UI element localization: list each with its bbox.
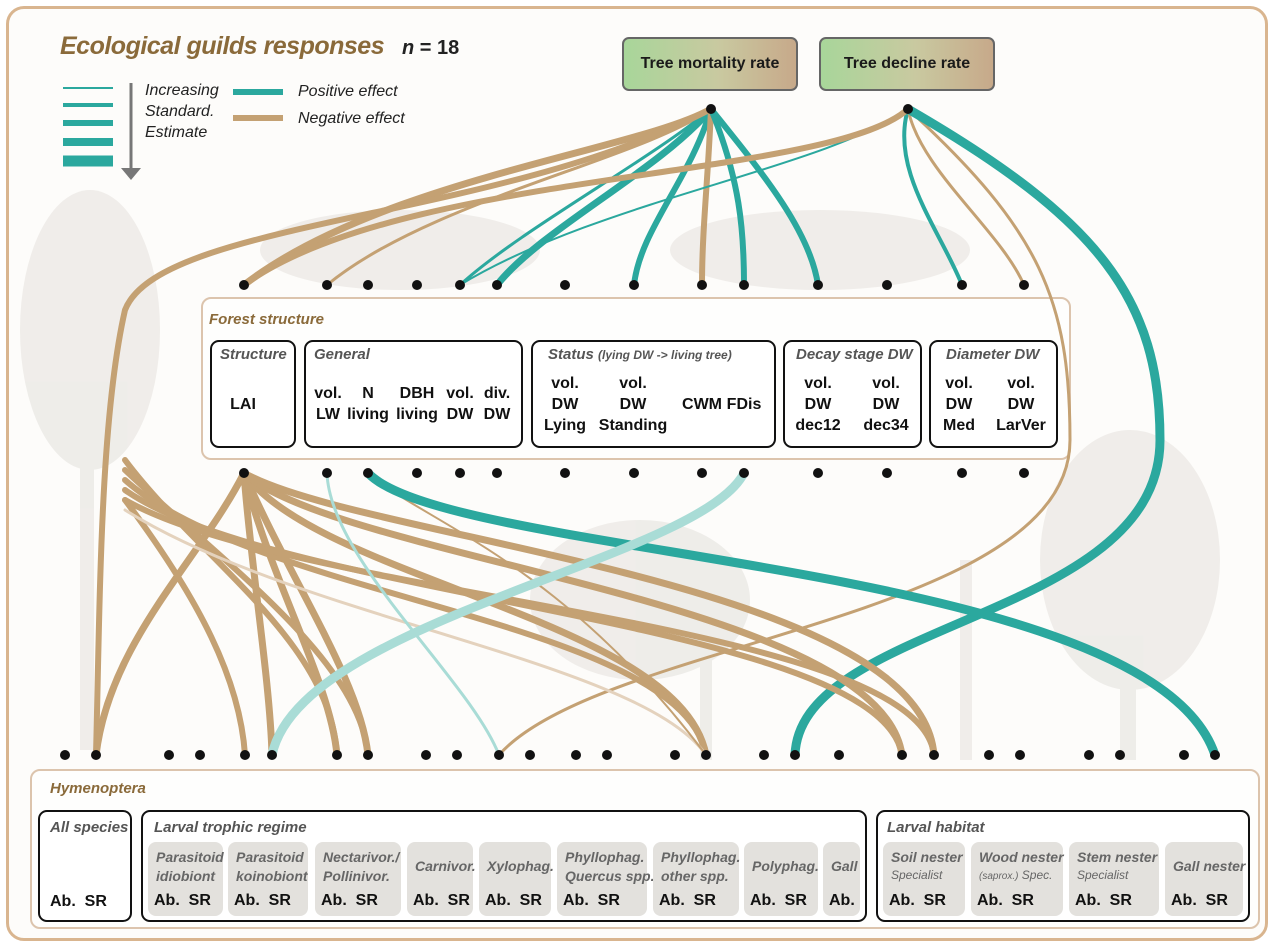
guild-parasitoid-idiobiont: Parasitoid idiobiont Ab. SR [148, 842, 224, 916]
all-species-ab-sr: Ab. SR [50, 893, 107, 910]
link-decline-lai [241, 106, 911, 288]
diameter-group [929, 340, 1058, 448]
var-vol-dw-lying: vol. DW Lying [543, 375, 587, 434]
link-mortality-fdis [708, 106, 747, 288]
guild-carnivor: Carnivor. Ab. SR [407, 842, 476, 916]
var-fdis: FDis [726, 396, 762, 413]
guild-phyllophag-quercus: Phyllophag. Quercus spp. Ab. SR [557, 842, 654, 916]
link-mortality-cwm [699, 106, 714, 288]
var-vol-dw-dec12: vol. DW dec12 [795, 375, 841, 434]
tree-decline-rate-box: Tree decline rate [819, 37, 995, 91]
var-vol-dw-dec34: vol. DW dec34 [863, 375, 909, 434]
var-cwm: CWM [682, 396, 722, 413]
guild-stem-nester: Stem nester Specialist Ab. SR [1069, 842, 1159, 916]
link-n-living-gall-nester [363, 468, 1220, 760]
link-mortality-vol-dw [458, 107, 713, 287]
all-species-title: All species [50, 819, 129, 836]
link-mortality-div-dw [493, 105, 715, 289]
decay-stage-group [783, 340, 922, 448]
var-lai: LAI [230, 396, 256, 413]
link-lai-soil-sr [240, 469, 938, 759]
hymenoptera-title: Hymenoptera [50, 780, 146, 797]
link-mortality-soil-sr [122, 497, 937, 758]
link-lai-soil-ab [240, 469, 906, 759]
link-vol-lw-carnivor [325, 471, 501, 757]
structure-group-title: Structure [220, 346, 287, 363]
var-n-living: N living [347, 385, 389, 423]
var-vol-dw-larver: vol. DW LarVer [996, 375, 1046, 434]
link-mortality-idio-ab [122, 497, 248, 758]
guild-polyphag: Polyphag. Ab. SR [744, 842, 819, 916]
guild-gall-nester: Gall nester Ab. SR [1165, 842, 1245, 916]
guild-phyllophag-other: Phyllophag. other spp. Ab. SR [653, 842, 740, 916]
general-group-title: General [314, 346, 370, 363]
guild-soil-nester: Soil nester Specialist Ab. SR [883, 842, 965, 916]
link-mortality-standing [631, 106, 714, 288]
larval-habitat-title: Larval habitat [887, 819, 985, 836]
guild-wood-nester: Wood nester (saprox.) Spec. Ab. SR [971, 842, 1064, 916]
status-group [531, 340, 776, 448]
node-dots [60, 104, 1220, 760]
link-lai-idio-sr [240, 469, 276, 759]
var-vol-dw-standing: vol. DW Standing [598, 375, 668, 434]
link-decline-polyphag [790, 104, 1165, 760]
link-mortality-soil-ab [122, 487, 905, 758]
figure-title: Ecological guilds responses [60, 32, 385, 60]
guild-nectarivor-pollinivor: Nectarivor./ Pollinivor. Ab. SR [315, 842, 401, 916]
guild-gall: Gall Ab. [823, 842, 860, 916]
sample-size-label: n = 18 [402, 37, 460, 59]
link-mortality-phyllo-other [123, 508, 708, 757]
link-lai-koino-sr [240, 469, 372, 759]
guild-xylophag: Xylophag. Ab. SR [479, 842, 554, 916]
link-mortality-all-species [93, 106, 714, 758]
forest-structure-title: Forest structure [209, 311, 325, 328]
node-decline [903, 104, 913, 114]
node-mortality [706, 104, 716, 114]
legend-size-label: Increasing Standard. Estimate [145, 82, 219, 141]
tree-mortality-rate-box: Tree mortality rate [622, 37, 798, 91]
general-group [304, 340, 523, 448]
legend-negative-label: Negative effect [298, 110, 405, 127]
status-group-title: Status (lying DW -> living tree) [548, 346, 732, 363]
diameter-group-title: Diameter DW [946, 346, 1040, 363]
larval-trophic-regime-title: Larval trophic regime [154, 819, 307, 836]
var-dbh-living: DBH living [396, 385, 438, 423]
link-lai-all-sr [92, 469, 248, 759]
var-vol-dw-med: vol. DW Med [943, 375, 975, 434]
structure-group [210, 340, 296, 448]
link-decline-med [902, 107, 964, 287]
link-mortality-dec12 [708, 106, 821, 288]
all-species-group [38, 810, 132, 922]
decay-stage-group-title: Decay stage DW [796, 346, 913, 363]
guild-parasitoid-koinobiont: Parasitoid koinobiont Ab. SR [228, 842, 308, 916]
var-div-dw: div. DW [483, 385, 511, 423]
var-vol-dw: vol. DW [446, 385, 474, 423]
link-fdis-idio-sr [267, 468, 749, 760]
var-vol-lw: vol. LW [314, 385, 342, 423]
link-decline-larver [906, 107, 1026, 287]
legend-positive-label: Positive effect [298, 83, 398, 100]
